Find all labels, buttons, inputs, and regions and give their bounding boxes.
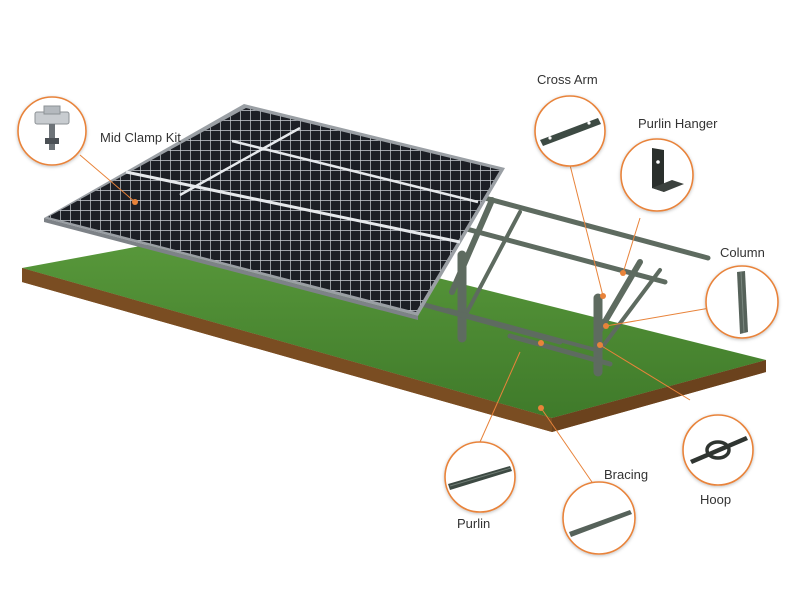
cross-arm-icon — [540, 118, 601, 146]
callout-bracing — [562, 481, 636, 555]
label-mid-clamp-kit: Mid Clamp Kit — [100, 130, 181, 145]
leader-lines — [79, 154, 711, 486]
leader-dots — [132, 199, 626, 411]
callout-purlin-hanger — [620, 138, 694, 212]
label-purlin-hanger: Purlin Hanger — [638, 116, 718, 131]
label-column: Column — [720, 245, 765, 260]
hoop-icon — [690, 436, 748, 464]
label-cross-arm: Cross Arm — [537, 72, 598, 87]
purlin-hanger-icon — [652, 148, 684, 192]
callout-mid-clamp-kit — [17, 96, 87, 166]
callout-cross-arm — [534, 95, 606, 167]
solar-panel-array — [44, 104, 505, 320]
label-hoop: Hoop — [700, 492, 732, 507]
callout-purlin — [444, 441, 516, 513]
label-purlin: Purlin — [457, 516, 491, 531]
purlin-icon — [448, 466, 512, 490]
callout-hoop — [682, 414, 754, 486]
callout-column — [705, 265, 779, 339]
column-icon — [737, 271, 748, 334]
mid-clamp-icon — [34, 105, 70, 150]
ground-base — [22, 228, 766, 432]
label-bracing: Bracing — [604, 467, 649, 482]
bracing-icon — [569, 510, 632, 537]
